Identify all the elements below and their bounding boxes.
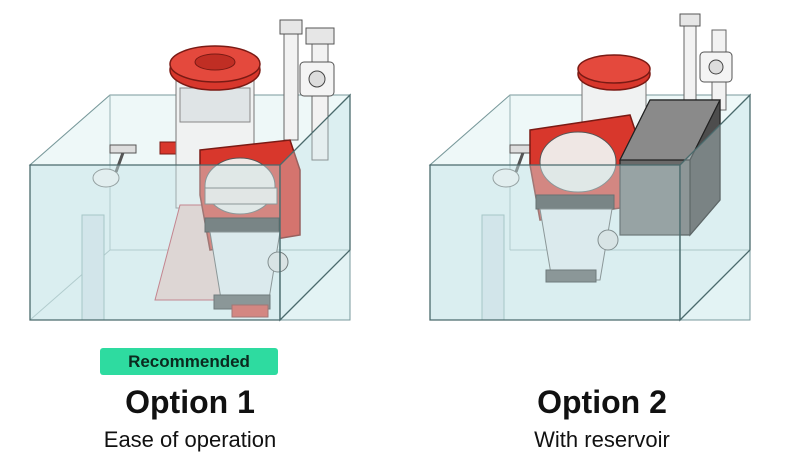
tank-side-glass [279,93,351,322]
reservoir-box [619,99,721,237]
tank-side-glass [679,93,751,322]
tank-front-glass [29,164,281,321]
tank-front-glass [429,164,681,321]
option-2-title: Option 2 [537,384,667,420]
option-1-title: Option 1 [125,384,255,420]
float-valve [492,144,537,188]
option-1-subtitle: Ease of operation [103,427,277,452]
filter-roller [199,139,301,318]
filter-roller [529,114,641,283]
option-1-illustration [28,19,352,322]
option-2-subtitle: With reservoir [534,427,670,452]
red-cap [159,141,177,155]
pipes [679,13,733,111]
float-valve [92,144,137,188]
pipes [279,19,335,161]
option-2-illustration [428,13,752,322]
recommended-badge: Recommended [100,348,278,375]
